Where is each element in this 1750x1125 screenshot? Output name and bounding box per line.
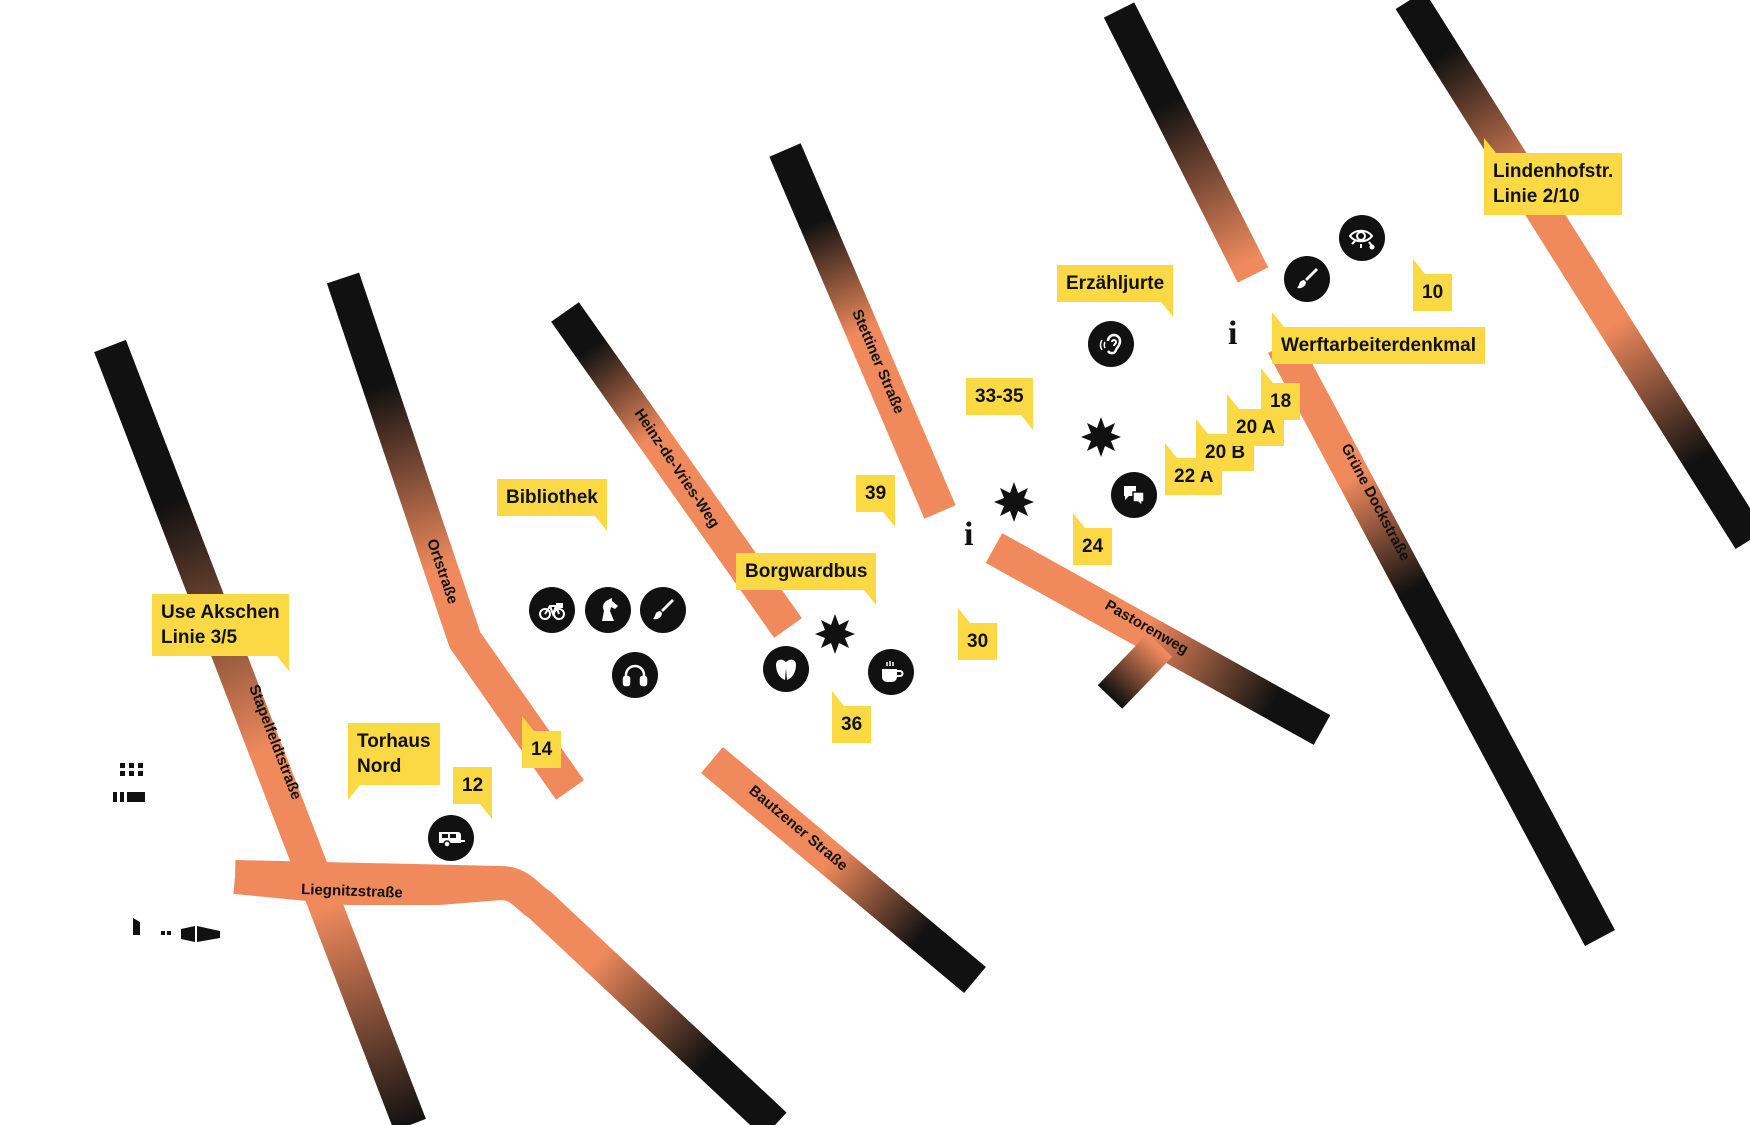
info-icon[interactable]: i [1228,315,1238,352]
star-burst-icon[interactable] [814,613,856,655]
tag-pointer [1272,312,1284,327]
eye-icon[interactable] [1339,215,1385,261]
tag-pointer [522,716,534,731]
tag-39[interactable]: 39 [856,475,896,527]
tag-33-35[interactable]: 33-35 [966,378,1033,430]
tag-pointer [1020,415,1033,430]
tag-18[interactable]: 18 [1261,368,1301,420]
legend-glyphs [113,763,220,942]
paintbrush-icon[interactable] [1284,256,1330,302]
tag-pointer [1484,138,1496,153]
road-stapelfeldtstrasse [94,339,426,1125]
tag-pointer [832,691,844,706]
ear-icon[interactable] [1088,321,1134,367]
tag-pointer [1227,394,1239,409]
tag-lindenhofstr-line1: Lindenhofstr. [1493,161,1614,182]
tag-erzaehljurte-label: Erzähljurte [1066,273,1165,294]
tag-14[interactable]: 14 [522,716,562,768]
tag-borgwardbus-label: Borgwardbus [745,561,868,582]
tag-pointer [864,590,877,605]
tag-use-akschen[interactable]: Use Akschen Linie 3/5 [152,594,289,671]
tag-pointer [958,608,970,623]
star-burst-icon[interactable] [1080,416,1122,458]
tag-pointer [1165,443,1177,458]
tag-pointer [276,656,289,671]
tag-14-label: 14 [531,739,553,760]
tag-22a-label: 22 A [1174,466,1214,487]
tag-pointer [883,512,896,527]
tag-use-akschen-line2: Linie 3/5 [161,627,238,648]
tag-30-label: 30 [967,631,989,652]
tag-pointer [348,785,360,800]
star-burst-icon[interactable] [993,481,1035,523]
speech-bubbles-icon[interactable] [1111,472,1157,518]
tag-pointer [1161,302,1174,317]
tag-pointer [594,516,607,531]
tag-36[interactable]: 36 [832,691,872,743]
tag-39-label: 39 [865,483,887,504]
tag-lindenhofstr-line2: Linie 2/10 [1493,186,1580,207]
road-lindenhofstrasse [1395,0,1750,550]
tag-pointer [1196,419,1208,434]
roads [94,0,1750,1125]
info-icon[interactable]: i [964,516,974,553]
horse-icon[interactable] [585,587,631,633]
tag-werftarbeiterdenkmal-label: Werftarbeiterdenkmal [1281,335,1476,356]
tag-30[interactable]: 30 [958,608,998,660]
tag-pointer [1413,259,1425,274]
tag-bibliothek-label: Bibliothek [506,487,598,508]
tag-borgwardbus[interactable]: Borgwardbus [736,553,877,605]
tag-torhaus-line1: Torhaus [357,731,431,752]
tag-pointer [480,804,493,819]
tag-10-label: 10 [1422,282,1444,303]
tag-use-akschen-line1: Use Akschen [161,602,280,623]
road-ortstrasse [326,272,584,800]
tag-24[interactable]: 24 [1073,513,1113,565]
tag-12-label: 12 [462,775,484,796]
road-liegnitzstrasse-west [234,860,501,900]
road-pastorenweg [985,533,1331,745]
tag-erzaehljurte[interactable]: Erzähljurte [1057,265,1174,317]
road-bautzener-strasse [701,746,986,994]
tag-bibliothek[interactable]: Bibliothek [497,479,607,531]
road-stettiner-strasse [769,143,956,519]
label-liegnitzstrasse: Liegnitzstraße [301,881,403,902]
tag-werftarbeiterdenkmal[interactable]: Werftarbeiterdenkmal [1272,312,1485,364]
road-pastorenweg-stub [1097,633,1173,709]
tag-torhaus-nord[interactable]: Torhaus Nord [348,723,440,800]
coffee-icon[interactable] [868,649,914,695]
paintbrush-icon[interactable] [640,587,686,633]
tag-10[interactable]: 10 [1413,259,1453,311]
tag-20b-label: 20 B [1205,442,1246,463]
headphones-icon[interactable] [612,652,658,698]
tag-pointer [1073,513,1085,528]
tag-18-label: 18 [1270,391,1292,412]
tag-20a-label: 20 A [1236,417,1276,438]
road-gruene-dockstrasse [1103,2,1615,947]
mustache-icon[interactable] [763,646,809,692]
label-bautzener-strasse: Bautzener Straße [745,782,850,874]
label-heinz-de-vries-weg: Heinz-de-Vries-Weg [631,406,723,531]
tag-36-label: 36 [841,714,863,735]
tag-lindenhofstr[interactable]: Lindenhofstr. Linie 2/10 [1484,138,1623,215]
tag-pointer [1261,368,1273,383]
tag-torhaus-line2: Nord [357,756,402,777]
bicycle-icon[interactable] [529,587,575,633]
tag-12[interactable]: 12 [453,767,493,819]
caravan-icon[interactable] [428,815,474,861]
tag-24-label: 24 [1082,536,1104,557]
tag-33-35-label: 33-35 [975,386,1024,407]
